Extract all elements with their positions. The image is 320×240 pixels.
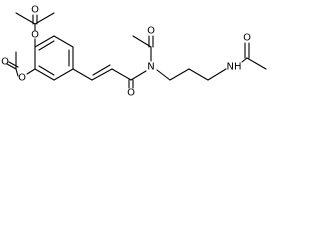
acetoxy-group-top [15,12,55,48]
carbonyl-oxygen-label: O [31,5,39,16]
structure-drawing: O O O O O N O NH [1,5,267,99]
terminal-oxygen-label: O [243,33,251,44]
n-acetyl-group [132,35,154,62]
ester-oxygen-label: O [18,73,26,84]
terminal-nh-label: NH [227,62,242,73]
amide-nitrogen-label: N [147,62,154,73]
butyl-chain [156,68,227,81]
carbonyl-oxygen-label: O [1,57,9,68]
ester-oxygen-label: O [31,30,39,41]
propenoyl-linker [72,64,147,89]
acetoxy-group-left [6,51,36,77]
acetyl-oxygen-label: O [147,26,155,37]
benzene-ring [34,35,74,81]
amide-oxygen-label: O [127,88,135,99]
terminal-acetamide [241,42,267,70]
